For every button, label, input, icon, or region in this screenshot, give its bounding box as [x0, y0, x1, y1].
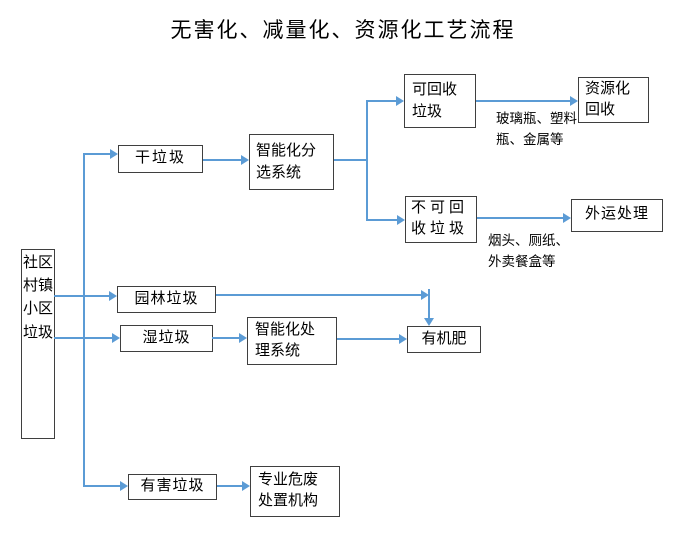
arrowhead-to-sorting — [241, 155, 249, 165]
node-community-waste: 社区村镇小区垃圾 — [21, 249, 55, 439]
arrowhead-to-garden — [109, 291, 117, 301]
arrowhead-to-outbound — [563, 213, 571, 223]
connector-processing-to-organic — [337, 338, 399, 340]
arrowhead-to-hazardous — [120, 481, 128, 491]
arrowhead-to-dry — [110, 149, 118, 159]
connector-branch-to-recyclable — [366, 100, 396, 102]
connector-garden-output — [216, 294, 421, 296]
connector-source-to-garden — [54, 295, 109, 297]
arrowhead-to-organic — [399, 334, 407, 344]
arrowhead-to-processing — [239, 333, 247, 343]
node-recyclable-waste: 可回收 垃圾 — [404, 74, 476, 128]
label-non-recyclable-examples: 烟头、厕纸、 外卖餐盒等 — [488, 233, 569, 269]
node-outbound-treatment: 外运处理 — [571, 199, 663, 232]
connector-wet-to-processing — [212, 337, 239, 339]
diagram-title: 无害化、减量化、资源化工艺流程 — [170, 18, 516, 42]
connector-branch-to-nonrecyclable — [366, 219, 397, 221]
arrowhead-to-disposal — [242, 481, 250, 491]
node-garden-waste: 园林垃圾 — [117, 286, 216, 313]
connector-dry-to-sorting — [203, 159, 241, 161]
node-resource-recovery: 资源化 回收 — [578, 77, 649, 123]
node-dry-waste: 干垃圾 — [118, 145, 203, 173]
arrowhead-to-nonrecyclable — [397, 215, 405, 225]
connector-garden-to-organic-vertical — [428, 289, 430, 318]
arrowhead-down-to-organic — [424, 318, 434, 326]
arrowhead-to-recyclable — [396, 96, 404, 106]
label-recyclable-examples: 玻璃瓶、塑料 瓶、金属等 — [496, 111, 577, 147]
connector-source-to-wet — [54, 337, 112, 339]
node-organic-fertilizer: 有机肥 — [407, 326, 481, 353]
connector-trunk-to-dry — [83, 153, 111, 155]
connector-trunk-vertical — [83, 154, 85, 487]
node-smart-sorting-system: 智能化分 选系统 — [249, 134, 334, 190]
node-smart-processing-system: 智能化处 理系统 — [247, 317, 337, 365]
node-hazardous-waste: 有害垃圾 — [128, 474, 217, 500]
arrowhead-to-resource-recovery — [570, 96, 578, 106]
arrowhead-garden-output — [421, 290, 429, 300]
connector-hazardous-to-disposal — [217, 485, 242, 487]
node-hazardous-disposal-org: 专业危废 处置机构 — [250, 466, 340, 517]
connector-recyclable-to-resource — [476, 100, 570, 102]
node-wet-waste: 湿垃圾 — [120, 325, 213, 352]
connector-trunk-to-hazardous — [83, 485, 120, 487]
arrowhead-to-wet — [112, 333, 120, 343]
connector-sorting-branch-vertical — [366, 100, 368, 221]
connector-sorting-output — [334, 159, 368, 161]
node-non-recyclable-waste: 不可回 收垃圾 — [405, 196, 477, 243]
connector-nonrecyclable-to-outbound — [477, 217, 563, 219]
